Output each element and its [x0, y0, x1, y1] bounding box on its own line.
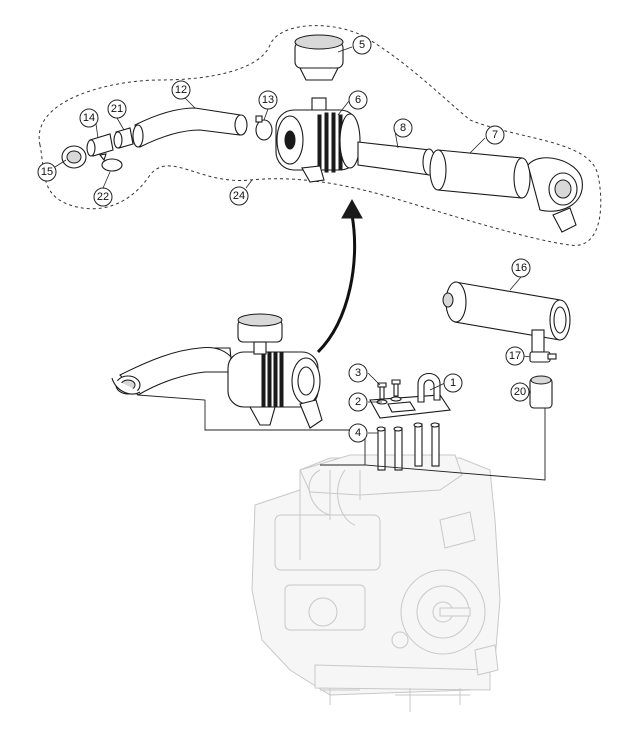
engine-block-ghost [251, 454, 501, 712]
exploded-parts [61, 34, 583, 233]
callout-13: 13 [258, 90, 278, 110]
callout-21: 21 [107, 99, 127, 119]
callout-label: 20 [514, 386, 526, 398]
callout-label: 17 [509, 350, 521, 362]
callout-label: 1 [450, 377, 456, 389]
callout-20: 20 [510, 382, 530, 402]
callout-label: 21 [111, 103, 123, 115]
callout-3: 3 [348, 363, 368, 383]
callout-label: 8 [400, 122, 406, 134]
callout-14: 14 [79, 108, 99, 128]
callout-label: 5 [359, 39, 365, 51]
assembled-air-filter [111, 313, 323, 429]
callout-2: 2 [348, 392, 368, 412]
callout-label: 13 [262, 94, 274, 106]
intake-manifold-assembly [369, 372, 451, 471]
leader-lines [54, 46, 531, 434]
callout-label: 15 [41, 166, 53, 178]
callout-label: 16 [515, 262, 527, 274]
callout-label: 7 [492, 129, 498, 141]
callout-12: 12 [171, 80, 191, 100]
callout-6: 6 [348, 90, 368, 110]
callout-7: 7 [485, 125, 505, 145]
callout-22: 22 [93, 187, 113, 207]
callout-label: 4 [355, 427, 361, 439]
callout-1: 1 [443, 373, 463, 393]
callout-label: 14 [83, 112, 95, 124]
callout-8: 8 [393, 118, 413, 138]
callout-label: 12 [175, 84, 187, 96]
exploded-view-arrow [316, 198, 363, 354]
callout-5: 5 [352, 35, 372, 55]
muffler-assembly [442, 281, 571, 409]
callout-16: 16 [511, 258, 531, 278]
callout-17: 17 [505, 346, 525, 366]
callout-label: 22 [97, 191, 109, 203]
callout-label: 2 [355, 396, 361, 408]
callout-15: 15 [37, 162, 57, 182]
callout-4: 4 [348, 423, 368, 443]
callout-24: 24 [229, 186, 249, 206]
callout-label: 3 [355, 367, 361, 379]
callout-label: 6 [355, 94, 361, 106]
callout-label: 24 [233, 190, 245, 202]
